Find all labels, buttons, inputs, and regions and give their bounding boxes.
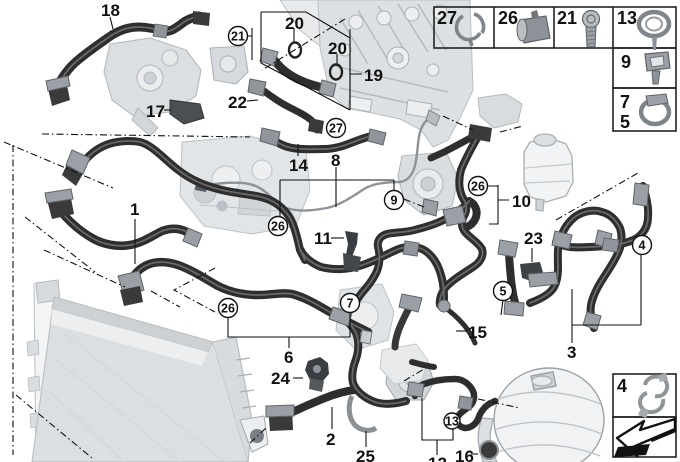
svg-text:15: 15: [468, 323, 487, 342]
svg-text:4: 4: [639, 239, 646, 253]
svg-text:17: 17: [146, 102, 165, 121]
svg-text:26: 26: [498, 8, 518, 28]
svg-text:19: 19: [364, 66, 383, 85]
svg-text:27: 27: [437, 8, 457, 28]
svg-text:26: 26: [271, 220, 285, 234]
svg-text:8: 8: [331, 151, 340, 170]
svg-text:23: 23: [524, 229, 543, 248]
svg-text:13: 13: [445, 415, 459, 429]
svg-text:7: 7: [347, 297, 354, 311]
svg-text:9: 9: [621, 52, 631, 72]
svg-text:18: 18: [101, 1, 120, 20]
svg-text:22: 22: [228, 93, 247, 112]
svg-text:6: 6: [284, 348, 293, 367]
svg-text:16: 16: [455, 447, 474, 462]
svg-text:13: 13: [617, 8, 637, 28]
svg-text:2: 2: [326, 430, 335, 449]
svg-text:4: 4: [617, 376, 627, 396]
svg-text:5: 5: [620, 112, 630, 132]
svg-text:14: 14: [289, 156, 308, 175]
svg-text:9: 9: [391, 194, 398, 208]
svg-text:25: 25: [356, 447, 375, 462]
svg-text:20: 20: [285, 14, 304, 33]
svg-text:26: 26: [471, 180, 485, 194]
svg-text:21: 21: [557, 8, 577, 28]
svg-text:20: 20: [328, 39, 347, 58]
svg-text:12: 12: [428, 454, 447, 462]
svg-text:5: 5: [500, 285, 507, 299]
svg-text:11: 11: [314, 229, 332, 248]
svg-text:1: 1: [130, 200, 139, 219]
svg-text:27: 27: [329, 122, 343, 136]
svg-text:10: 10: [512, 192, 531, 211]
svg-text:21: 21: [231, 30, 245, 44]
svg-text:26: 26: [221, 302, 235, 316]
svg-text:3: 3: [567, 343, 576, 362]
svg-text:7: 7: [620, 92, 630, 112]
svg-text:24: 24: [271, 369, 290, 388]
